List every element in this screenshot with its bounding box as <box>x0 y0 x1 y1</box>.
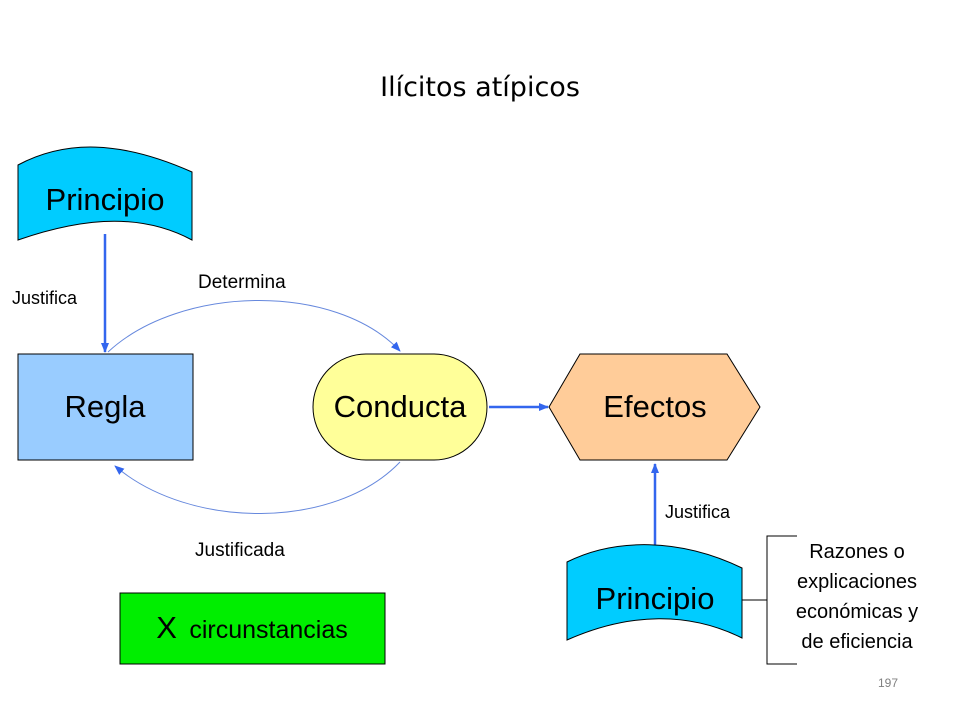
efectos-node: Efectos <box>548 353 761 461</box>
principio-bottom-label: Principio <box>596 581 715 616</box>
circunstancias-label: X circunstancias <box>156 610 348 645</box>
razones-line: económicas y <box>796 601 918 623</box>
circunstancias-x: X <box>156 610 177 645</box>
arrow-determina <box>107 300 401 353</box>
circunstancias-node: X circunstancias <box>119 592 386 665</box>
justifica-right-label: Justifica <box>665 502 731 522</box>
razones-line: explicaciones <box>797 571 917 593</box>
circunstancias-text: circunstancias <box>189 616 347 644</box>
circunstancias-shape <box>119 592 386 665</box>
conducta-shape <box>312 353 488 461</box>
principio-bottom-shape <box>566 544 743 641</box>
regla-node: Regla <box>17 353 194 461</box>
efectos-label: Efectos <box>603 389 706 424</box>
determina-label: Determina <box>198 272 286 293</box>
principio-top-label: Principio <box>46 182 165 217</box>
razones-annotation: Razones o explicaciones económicas y de … <box>796 541 918 653</box>
principio-top-node: Principio <box>17 146 193 241</box>
regla-label: Regla <box>65 389 147 424</box>
page-number: 197 <box>877 676 899 690</box>
principio-top-shape <box>17 146 193 241</box>
justifica-left-label: Justifica <box>12 288 78 308</box>
razones-line: de eficiencia <box>801 631 913 653</box>
razones-bracket <box>742 535 797 665</box>
regla-shape <box>17 353 194 461</box>
razones-line: Razones o <box>809 541 905 563</box>
conducta-label: Conducta <box>334 389 467 424</box>
efectos-shape <box>548 353 761 461</box>
principio-bottom-node: Principio <box>566 544 743 641</box>
slide-title: Ilícitos atípicos <box>380 72 580 103</box>
arrow-justificada <box>114 461 401 514</box>
conducta-node: Conducta <box>312 353 488 461</box>
justificada-label: Justificada <box>195 540 285 561</box>
